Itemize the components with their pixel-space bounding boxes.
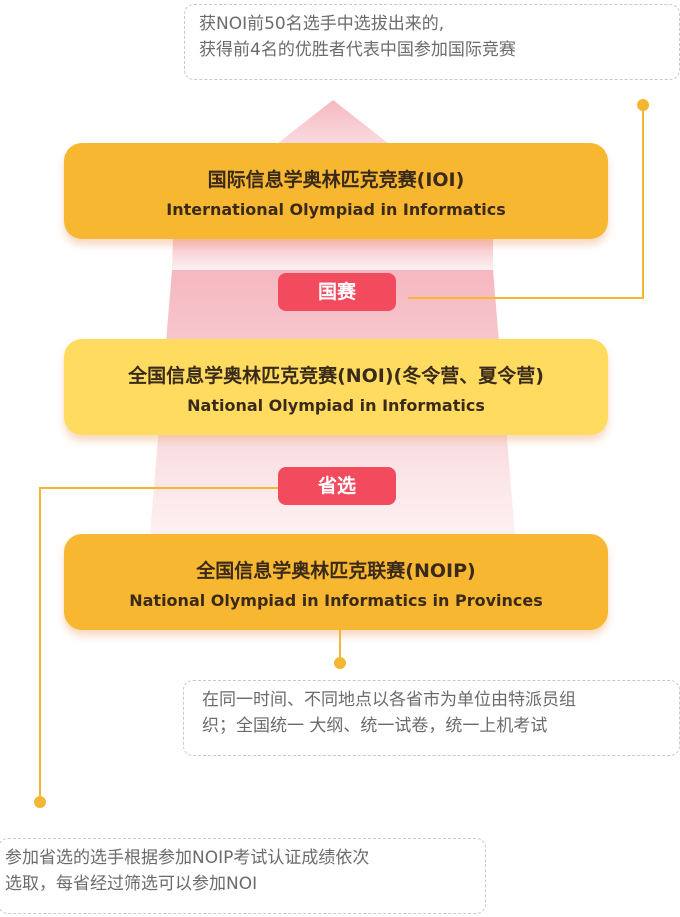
note-text: 获得前4名的优胜者代表中国参加国际竞赛 bbox=[199, 40, 516, 60]
ioi-subtitle: International Olympiad in Informatics bbox=[166, 200, 506, 219]
note-text: 在同一时间、不同地点以各省市为单位由特派员组 bbox=[202, 690, 576, 710]
connector-line bbox=[339, 630, 341, 662]
stage-national-badge: 国赛 bbox=[278, 273, 396, 311]
noip-organization-note: 在同一时间、不同地点以各省市为单位由特派员组 织；全国统一 大纲、统一试卷，统一… bbox=[183, 680, 680, 756]
connector-dot bbox=[334, 657, 346, 669]
connector-line bbox=[642, 105, 644, 299]
noi-title: 全国信息学奥林匹克竞赛(NOI)(冬令营、夏令营) bbox=[128, 365, 544, 387]
ioi-selection-note: 获NOI前50名选手中选拔出来的, 获得前4名的优胜者代表中国参加国际竞赛 bbox=[184, 4, 680, 80]
connector-line bbox=[39, 487, 41, 797]
note-text: 参加省选的选手根据参加NOIP考试认证成绩依次 bbox=[5, 848, 370, 868]
connector-line bbox=[39, 487, 278, 489]
stage-provincial-badge: 省选 bbox=[278, 467, 396, 505]
connector-line bbox=[408, 297, 644, 299]
ioi-level-box: 国际信息学奥林匹克竞赛(IOI) International Olympiad … bbox=[64, 143, 608, 239]
note-text: 织；全国统一 大纲、统一试卷，统一上机考试 bbox=[202, 716, 548, 736]
note-text: 选取，每省经过筛选可以参加NOI bbox=[5, 874, 258, 894]
noi-subtitle: National Olympiad in Informatics bbox=[187, 396, 485, 415]
connector-dot bbox=[34, 796, 46, 808]
ioi-title: 国际信息学奥林匹克竞赛(IOI) bbox=[207, 169, 465, 191]
noip-level-box: 全国信息学奥林匹克联赛(NOIP) National Olympiad in I… bbox=[64, 534, 608, 630]
note-text: 获NOI前50名选手中选拔出来的, bbox=[199, 14, 445, 34]
provincial-selection-note: 参加省选的选手根据参加NOIP考试认证成绩依次 选取，每省经过筛选可以参加NOI bbox=[0, 838, 486, 914]
noip-subtitle: National Olympiad in Informatics in Prov… bbox=[129, 591, 543, 610]
noi-level-box: 全国信息学奥林匹克竞赛(NOI)(冬令营、夏令营) National Olymp… bbox=[64, 339, 608, 435]
noip-title: 全国信息学奥林匹克联赛(NOIP) bbox=[196, 560, 476, 582]
